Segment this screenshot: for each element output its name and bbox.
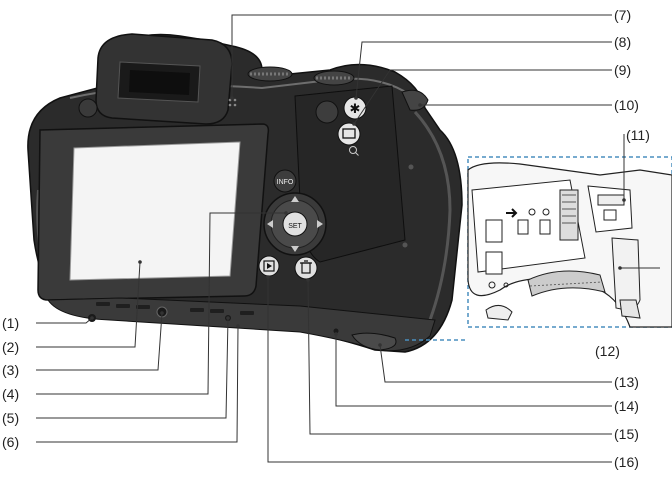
set-button-label: SET: [288, 223, 302, 230]
leader-3: [36, 312, 163, 371]
leader-14: [335, 334, 612, 407]
camera-back-illustration: ✱ INFO SET: [27, 33, 463, 353]
leader-6: [36, 325, 239, 443]
callout-1: (1): [2, 315, 19, 331]
callout-3: (3): [2, 362, 19, 378]
battery-compartment: [467, 156, 672, 328]
battery-door: [351, 332, 397, 351]
leader-15: [307, 279, 612, 435]
leader-8: [355, 41, 612, 99]
leader-7: [231, 14, 612, 98]
leader-lines: [36, 14, 660, 463]
leader-16: [267, 277, 612, 463]
callout-4: (4): [2, 386, 19, 402]
callout-10: (10): [614, 97, 639, 113]
menu-button: [78, 98, 98, 118]
callout-6: (6): [2, 434, 19, 450]
trash-icon: [300, 260, 312, 274]
leader-9: [353, 69, 612, 125]
leader-13: [379, 344, 612, 383]
magnify-icon: [349, 146, 359, 156]
leader-5: [36, 317, 229, 419]
callout-8: (8): [614, 34, 631, 50]
star-icon: ✱: [350, 101, 361, 116]
right-control-panel: ✱ INFO SET: [258, 85, 406, 280]
playback-icon: [263, 260, 275, 272]
top-dial-left: [247, 66, 293, 82]
callout-11: (11): [626, 127, 650, 143]
callout-7: (7): [614, 7, 631, 23]
leader-2: [36, 261, 141, 348]
callout-14: (14): [614, 398, 639, 414]
top-dial-right: [313, 70, 355, 86]
bottom-plate: [47, 297, 436, 352]
lcd-screen: [37, 123, 270, 301]
callout-16: (16): [614, 454, 639, 470]
leader-4: [36, 212, 286, 395]
callout-labels: (1) (2) (3) (4) (5) (6) (7) (8) (9) (10)…: [2, 7, 650, 470]
callout-5: (5): [2, 410, 19, 426]
eyecup: [95, 33, 233, 125]
af-point-button: [337, 122, 361, 146]
leader-dots: [90, 96, 626, 347]
callout-12: (12): [595, 343, 620, 359]
cross-keys: SET: [263, 192, 327, 256]
callout-13: (13): [614, 374, 639, 390]
af-on-button: [315, 100, 339, 124]
info-button: [273, 169, 297, 193]
callout-2: (2): [2, 339, 19, 355]
callout-15: (15): [614, 426, 639, 442]
svg-text:INFO: INFO: [277, 179, 294, 186]
erase-button: [294, 256, 318, 280]
speaker-holes: [228, 98, 237, 107]
callout-9: (9): [614, 62, 631, 78]
leader-1: [36, 317, 93, 324]
